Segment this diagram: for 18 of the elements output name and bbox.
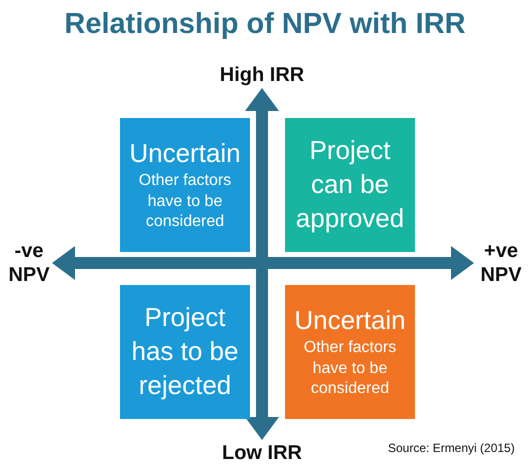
axis-label: Low IRR	[212, 440, 312, 466]
axis-label: -ve NPV	[6, 238, 52, 288]
double-headed-block-arrow	[245, 88, 279, 440]
quadrant-note: Other factors have to be considered	[138, 170, 232, 232]
axis-label: High IRR	[212, 62, 312, 88]
title: Relationship of NPV with IRR	[63, 8, 467, 41]
source-note: Source: Ermenyi (2015)	[388, 441, 515, 455]
quadrant-note: Other factors have to be considered	[302, 338, 398, 400]
quadrant-heading: Project has to be rejected	[130, 301, 240, 402]
quadrant-heading: Uncertain	[129, 136, 241, 170]
quadrant-box	[120, 285, 250, 419]
quadrant-box	[285, 285, 415, 419]
axis-label: +ve NPV	[474, 238, 528, 288]
quadrant-box	[120, 118, 250, 252]
quadrant-heading: Project can be approved	[294, 134, 406, 235]
quadrant-heading: Uncertain	[294, 304, 406, 337]
quadrant-box	[285, 118, 415, 252]
double-headed-block-arrow	[52, 246, 474, 280]
